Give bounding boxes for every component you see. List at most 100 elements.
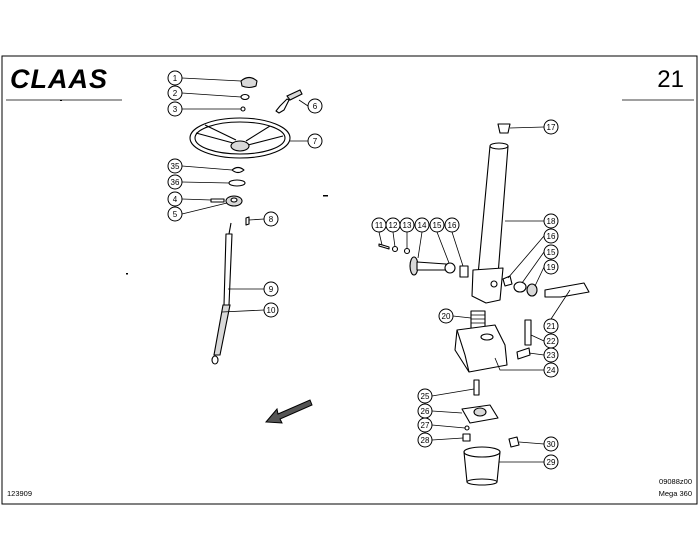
callout-11[interactable]: 11 [371, 217, 387, 233]
leader-line-19 [534, 266, 545, 287]
callout-2[interactable]: 2 [167, 85, 183, 101]
leader-line-26 [431, 410, 463, 414]
callout-20[interactable]: 20 [438, 308, 454, 324]
leader-line-15 [436, 231, 450, 264]
callout-number: 28 [421, 436, 430, 445]
callout-number: 26 [421, 407, 430, 416]
callout-number: 1 [173, 74, 178, 83]
callout-15[interactable]: 15 [429, 217, 445, 233]
callout-10[interactable]: 10 [263, 302, 279, 318]
callout-9[interactable]: 9 [263, 281, 279, 297]
callout-16[interactable]: 16 [543, 228, 559, 244]
part-pedal-housing [454, 324, 508, 373]
callout-number: 35 [171, 162, 180, 171]
callout-1[interactable]: 1 [167, 70, 183, 86]
callout-25[interactable]: 25 [417, 388, 433, 404]
callout-number: 7 [313, 137, 318, 146]
callout-29[interactable]: 29 [543, 454, 559, 470]
claas-logo: CLAAS [10, 64, 108, 94]
part-hub [225, 195, 243, 207]
callout-27[interactable]: 27 [417, 417, 433, 433]
leader-lines [181, 77, 571, 463]
leader-line-14 [417, 231, 423, 259]
callout-24[interactable]: 24 [543, 362, 559, 378]
callout-circle [307, 133, 323, 149]
part-bearing-left [444, 262, 456, 274]
sheet-frame [1, 55, 698, 505]
callout-number: 15 [547, 248, 556, 257]
leader-line-8 [248, 218, 265, 221]
callout-3[interactable]: 3 [167, 101, 183, 117]
leader-line-15 [521, 251, 545, 284]
part-bearing-right [513, 281, 527, 293]
callout-circle [167, 70, 183, 86]
callout-number: 6 [313, 102, 318, 111]
callout-circle [167, 206, 183, 222]
part-steering-valve [463, 446, 501, 486]
callout-number: 2 [173, 89, 178, 98]
leader-line-6 [298, 99, 309, 107]
steering-wheel-assembly [189, 76, 313, 424]
leader-line-27 [431, 424, 466, 429]
callout-26[interactable]: 26 [417, 403, 433, 419]
callout-21[interactable]: 21 [543, 318, 559, 334]
leader-line-17 [509, 126, 545, 129]
callout-14[interactable]: 14 [414, 217, 430, 233]
callout-number: 29 [547, 458, 556, 467]
leader-line-4 [181, 198, 212, 201]
callout-30[interactable]: 30 [543, 436, 559, 452]
callout-19[interactable]: 19 [543, 259, 559, 275]
callout-12[interactable]: 12 [385, 217, 401, 233]
leader-line-2 [181, 92, 242, 98]
leader-line-36 [181, 181, 230, 184]
callout-13[interactable]: 13 [399, 217, 415, 233]
callout-circle [263, 302, 279, 318]
leader-line-23 [528, 352, 545, 356]
callout-5[interactable]: 5 [167, 206, 183, 222]
leader-line-11 [378, 231, 383, 246]
part-screw-a [473, 379, 480, 396]
steering-column-assembly [378, 123, 590, 486]
callout-number: 17 [547, 123, 556, 132]
callout-23[interactable]: 23 [543, 347, 559, 363]
leader-line-5 [181, 202, 228, 215]
callout-22[interactable]: 22 [543, 333, 559, 349]
callout-number: 3 [173, 105, 178, 114]
callout-circle [167, 191, 183, 207]
callout-circle [417, 417, 433, 433]
callout-number: 5 [173, 210, 178, 219]
callout-6[interactable]: 6 [307, 98, 323, 114]
callout-17[interactable]: 17 [543, 119, 559, 135]
callout-4[interactable]: 4 [167, 191, 183, 207]
part-washer [240, 106, 246, 112]
stray-mark [323, 195, 328, 197]
leader-line-20 [452, 315, 472, 319]
callout-number: 36 [171, 178, 180, 187]
callout-7[interactable]: 7 [307, 133, 323, 149]
leader-line-22 [530, 334, 545, 342]
callout-number: 24 [547, 366, 556, 375]
callout-35[interactable]: 35 [167, 158, 183, 174]
part-flange-washer [464, 425, 470, 431]
part-steering-wheel [189, 117, 291, 159]
callout-number: 25 [421, 392, 430, 401]
callout-circle [167, 85, 183, 101]
callout-18[interactable]: 18 [543, 213, 559, 229]
callout-circle [543, 119, 559, 135]
callout-number: 4 [173, 195, 178, 204]
callout-circle [167, 158, 183, 174]
leader-line-24 [494, 357, 544, 371]
part-spring-bracket [516, 347, 531, 360]
revision-code: 09088z00 [659, 477, 692, 486]
callout-circle [543, 244, 559, 260]
callout-36[interactable]: 36 [167, 174, 183, 190]
callout-16[interactable]: 16 [444, 217, 460, 233]
callout-8[interactable]: 8 [263, 211, 279, 227]
callout-15[interactable]: 15 [543, 244, 559, 260]
callout-circle [263, 211, 279, 227]
part-flange-nut [462, 433, 471, 442]
callout-number: 19 [547, 263, 556, 272]
leader-line-35 [181, 165, 233, 171]
callout-28[interactable]: 28 [417, 432, 433, 448]
callout-number: 27 [421, 421, 430, 430]
